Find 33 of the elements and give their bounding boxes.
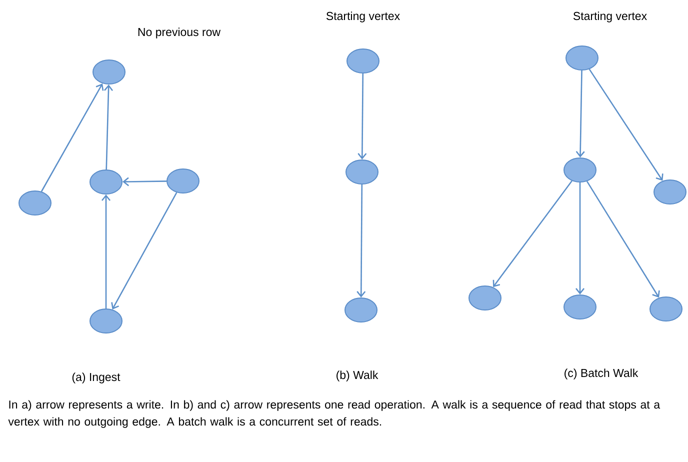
- arrow: [588, 68, 664, 181]
- vertex-ellipse: [346, 160, 378, 184]
- panel-label: No previous row: [138, 28, 221, 38]
- vertex-ellipse: [650, 296, 682, 322]
- arrow: [358, 73, 367, 160]
- arrow: [586, 180, 660, 298]
- vertex-ellipse: [166, 168, 200, 194]
- arrow: [492, 180, 572, 288]
- arrow: [104, 84, 114, 170]
- vertex-ellipse: [564, 294, 596, 320]
- panel-label: (a) Ingest: [72, 372, 120, 384]
- caption: In a) arrow represents a write. In b) and c) arrow represents one read operation. A walk is a sequence of read that stops at a vertex with no outgoing edge. A batch walk is a concurrent set of reads.: [8, 400, 660, 428]
- vertex-ellipse: [18, 190, 52, 216]
- vertex-ellipse: [90, 169, 122, 194]
- vertex-ellipse: [654, 180, 686, 204]
- vertex-ellipse: [90, 308, 122, 334]
- arrow: [122, 177, 167, 186]
- vertex-ellipse: [564, 158, 596, 182]
- panel-label: (c) Batch Walk: [564, 368, 638, 380]
- vertex-ellipse: [346, 48, 380, 74]
- vertex-ellipse: [92, 60, 126, 84]
- arrow: [40, 83, 104, 192]
- arrow: [102, 194, 111, 308]
- panel-label: Starting vertex: [326, 12, 400, 22]
- panel-label: (b) Walk: [336, 370, 378, 382]
- arrow: [356, 184, 366, 298]
- panel-label: Starting vertex: [573, 12, 647, 22]
- vertex-ellipse: [566, 46, 598, 70]
- vertex-ellipse: [468, 285, 502, 310]
- arrow: [576, 182, 584, 294]
- arrow: [576, 70, 585, 158]
- vertex-ellipse: [344, 297, 378, 322]
- arrow: [111, 192, 178, 310]
